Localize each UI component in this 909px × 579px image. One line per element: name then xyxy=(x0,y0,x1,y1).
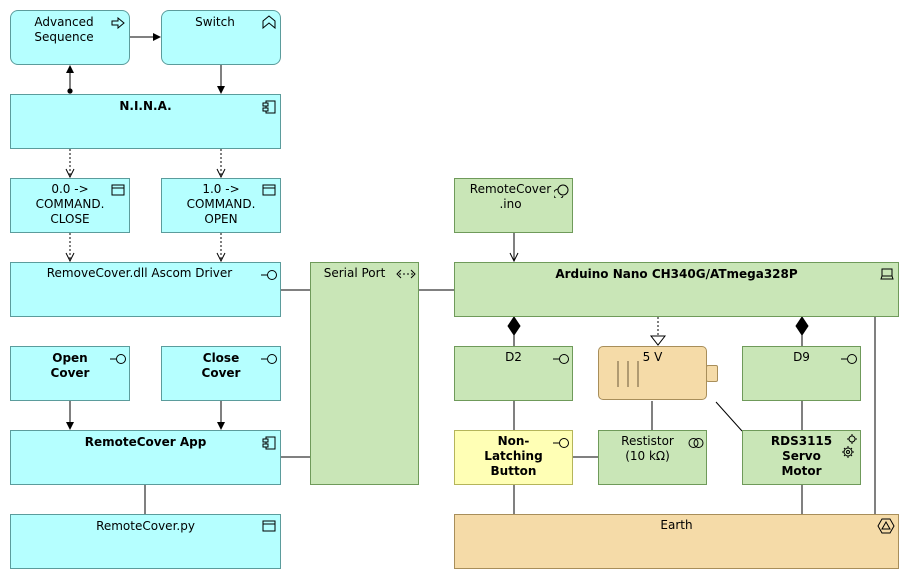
gear-icon xyxy=(842,434,857,458)
arduino-node[interactable]: Arduino Nano CH340G/ATmega328P xyxy=(454,262,899,317)
resistor-label: Restistor (10 kΩ) xyxy=(621,434,674,463)
battery-terminal xyxy=(706,365,718,382)
nina-label: N.I.N.A. xyxy=(119,99,172,113)
interface-icon xyxy=(110,354,126,364)
nina-node[interactable]: N.I.N.A. xyxy=(10,94,281,149)
command-close-label: 0.0 -> COMMAND. CLOSE xyxy=(35,182,105,226)
realization-arrowhead xyxy=(649,335,667,346)
event-icon xyxy=(262,15,276,29)
switch-label: Switch xyxy=(195,15,235,29)
ascom-driver-label: RemoveCover.dll Ascom Driver xyxy=(46,266,233,280)
d9-node[interactable]: D9 xyxy=(742,346,861,401)
close-cover-label: Close Cover xyxy=(201,351,241,380)
arduino-label: Arduino Nano CH340G/ATmega328P xyxy=(555,267,798,281)
component-icon xyxy=(262,100,276,114)
system-software-icon xyxy=(554,184,569,198)
interface-icon xyxy=(553,354,569,364)
button-label: Non- Latching Button xyxy=(484,434,543,478)
composition-diamond-d2 xyxy=(507,316,521,336)
servo-label: RDS3115 Servo Motor xyxy=(770,434,833,478)
command-open-node[interactable]: 1.0 -> COMMAND. OPEN xyxy=(161,178,281,233)
serial-port-label: Serial Port xyxy=(323,266,386,280)
close-cover-node[interactable]: Close Cover xyxy=(161,346,281,401)
remotecover-py-label: RemoteCover.py xyxy=(96,519,195,533)
serial-port-node[interactable]: Serial Port xyxy=(310,262,419,485)
button-node[interactable]: Non- Latching Button xyxy=(454,430,573,485)
data-object-icon xyxy=(111,184,125,196)
bidirectional-arrow-icon xyxy=(396,269,416,279)
collaboration-icon xyxy=(688,438,704,448)
servo-node[interactable]: RDS3115 Servo Motor xyxy=(742,430,861,485)
interface-icon xyxy=(841,354,857,364)
remotecover-app-node[interactable]: RemoteCover App xyxy=(10,430,281,485)
device-icon xyxy=(880,268,894,280)
resistor-node[interactable]: Restistor (10 kΩ) xyxy=(598,430,707,485)
d2-label: D2 xyxy=(505,350,522,364)
composition-diamond-d9 xyxy=(795,316,809,336)
command-close-node[interactable]: 0.0 -> COMMAND. CLOSE xyxy=(10,178,130,233)
earth-label: Earth xyxy=(660,518,693,532)
advanced-sequence-node[interactable]: Advanced Sequence xyxy=(10,10,130,65)
open-cover-label: Open Cover xyxy=(50,351,90,380)
process-icon xyxy=(111,17,125,29)
component-icon xyxy=(262,436,276,450)
interface-icon xyxy=(261,270,277,280)
d9-label: D9 xyxy=(793,350,810,364)
d2-node[interactable]: D2 xyxy=(454,346,573,401)
ascom-driver-node[interactable]: RemoveCover.dll Ascom Driver xyxy=(10,262,281,317)
interface-icon xyxy=(553,438,569,448)
open-cover-node[interactable]: Open Cover xyxy=(10,346,130,401)
battery-icon xyxy=(617,361,639,387)
five-volt-node[interactable]: 5 V xyxy=(598,346,707,400)
advanced-sequence-label: Advanced Sequence xyxy=(34,15,94,44)
earth-node[interactable]: Earth xyxy=(454,514,899,569)
five-volt-label: 5 V xyxy=(642,350,663,364)
switch-node[interactable]: Switch xyxy=(161,10,281,65)
remotecover-ino-node[interactable]: RemoteCover .ino xyxy=(454,178,573,233)
data-object-icon xyxy=(262,520,276,532)
edge-5v-servo xyxy=(715,401,743,432)
interface-icon xyxy=(261,354,277,364)
remotecover-py-node[interactable]: RemoteCover.py xyxy=(10,514,281,569)
remotecover-ino-label: RemoteCover .ino xyxy=(469,182,552,211)
command-open-label: 1.0 -> COMMAND. OPEN xyxy=(186,182,256,226)
remotecover-app-label: RemoteCover App xyxy=(84,435,207,449)
data-object-icon xyxy=(262,184,276,196)
facility-icon xyxy=(877,518,895,534)
